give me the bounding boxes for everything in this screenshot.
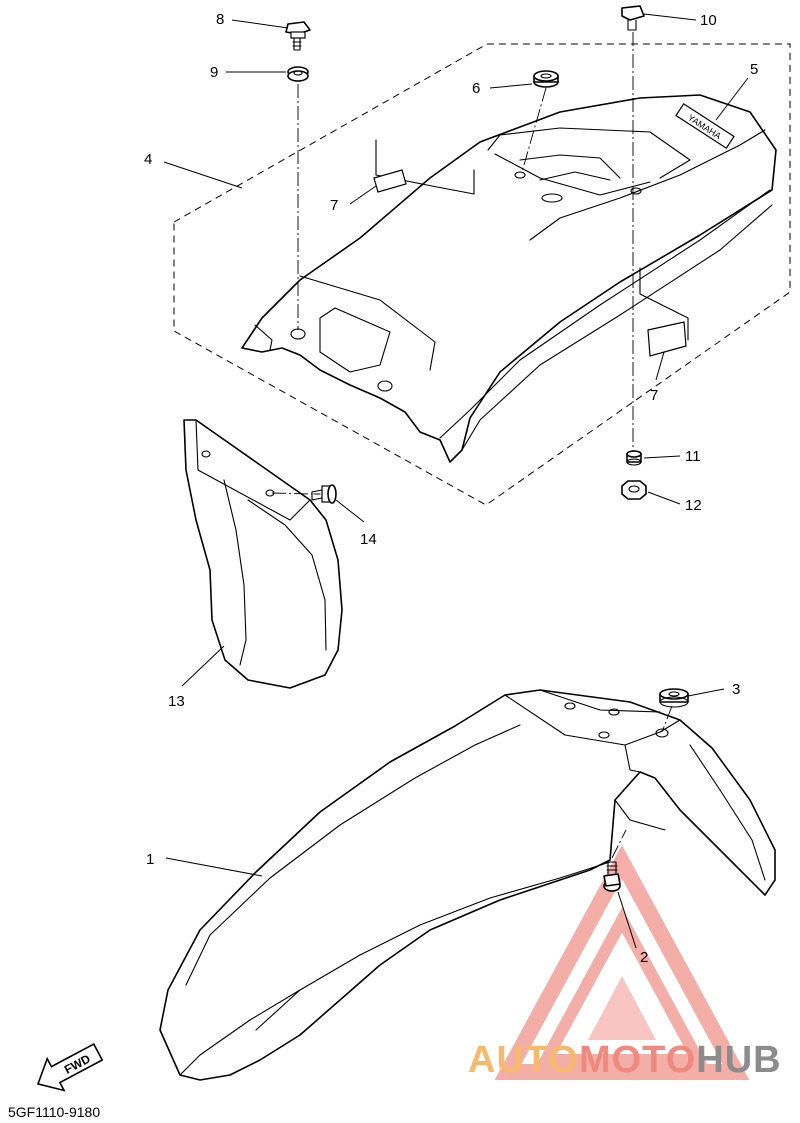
watermark-text: AUTOMOTOHUB <box>468 1039 782 1081</box>
front-fender[interactable] <box>159 689 776 1081</box>
callout-7b: 7 <box>650 387 658 404</box>
callout-10: 10 <box>700 12 717 29</box>
callout-11: 11 <box>685 448 701 465</box>
rear-mud-flap[interactable] <box>183 419 343 689</box>
grommet-3[interactable] <box>659 688 689 708</box>
leader-14 <box>335 499 365 523</box>
leader-10 <box>643 13 697 21</box>
collar-11[interactable] <box>626 450 642 466</box>
leader-1 <box>165 857 263 877</box>
washer-9[interactable] <box>287 66 309 82</box>
fwd-arrow: FWD <box>36 1043 104 1092</box>
bolt-14[interactable] <box>311 484 337 504</box>
leader-6 <box>489 83 533 89</box>
callout-5: 5 <box>750 61 758 78</box>
bolt-8[interactable] <box>285 21 311 51</box>
centerline-14 <box>271 492 313 495</box>
callout-14: 14 <box>360 531 377 548</box>
callout-7a: 7 <box>330 197 338 214</box>
callout-9: 9 <box>210 64 218 81</box>
callout-3: 3 <box>732 681 740 698</box>
watermark-auto: AUTO <box>468 1039 579 1081</box>
centerline-2 <box>611 829 627 859</box>
diagram-code: 5GF1110-9180 <box>8 1104 100 1120</box>
bolt-10[interactable] <box>621 5 645 31</box>
callout-2: 2 <box>640 949 648 966</box>
decal-right[interactable] <box>639 267 689 357</box>
rear-fender[interactable] <box>241 94 777 463</box>
assembly-group-outline <box>173 43 791 506</box>
callout-8: 8 <box>216 11 224 28</box>
leader-4 <box>163 161 243 189</box>
callout-4: 4 <box>144 151 152 168</box>
bolt-2[interactable] <box>603 861 621 892</box>
leader-7b <box>655 351 665 381</box>
watermark-moto: MOTO <box>579 1039 696 1081</box>
nut-12[interactable] <box>621 480 647 500</box>
leader-7a <box>349 185 377 205</box>
centerline-6 <box>521 87 547 173</box>
leader-3 <box>687 688 725 697</box>
leader-8 <box>231 19 289 29</box>
watermark-hub: HUB <box>696 1039 781 1081</box>
decal-left[interactable] <box>373 139 475 195</box>
callout-6: 6 <box>472 80 480 97</box>
leader-13 <box>181 645 225 687</box>
watermark-logo-triangle <box>494 845 750 1080</box>
callout-12: 12 <box>685 497 702 514</box>
leader-5 <box>715 77 749 121</box>
leader-2 <box>617 891 637 949</box>
centerline-3 <box>661 705 673 733</box>
leader-11 <box>643 455 681 459</box>
callout-1: 1 <box>146 851 154 868</box>
grommet-6[interactable] <box>533 70 559 88</box>
leader-12 <box>647 491 681 505</box>
callout-13: 13 <box>168 693 185 710</box>
